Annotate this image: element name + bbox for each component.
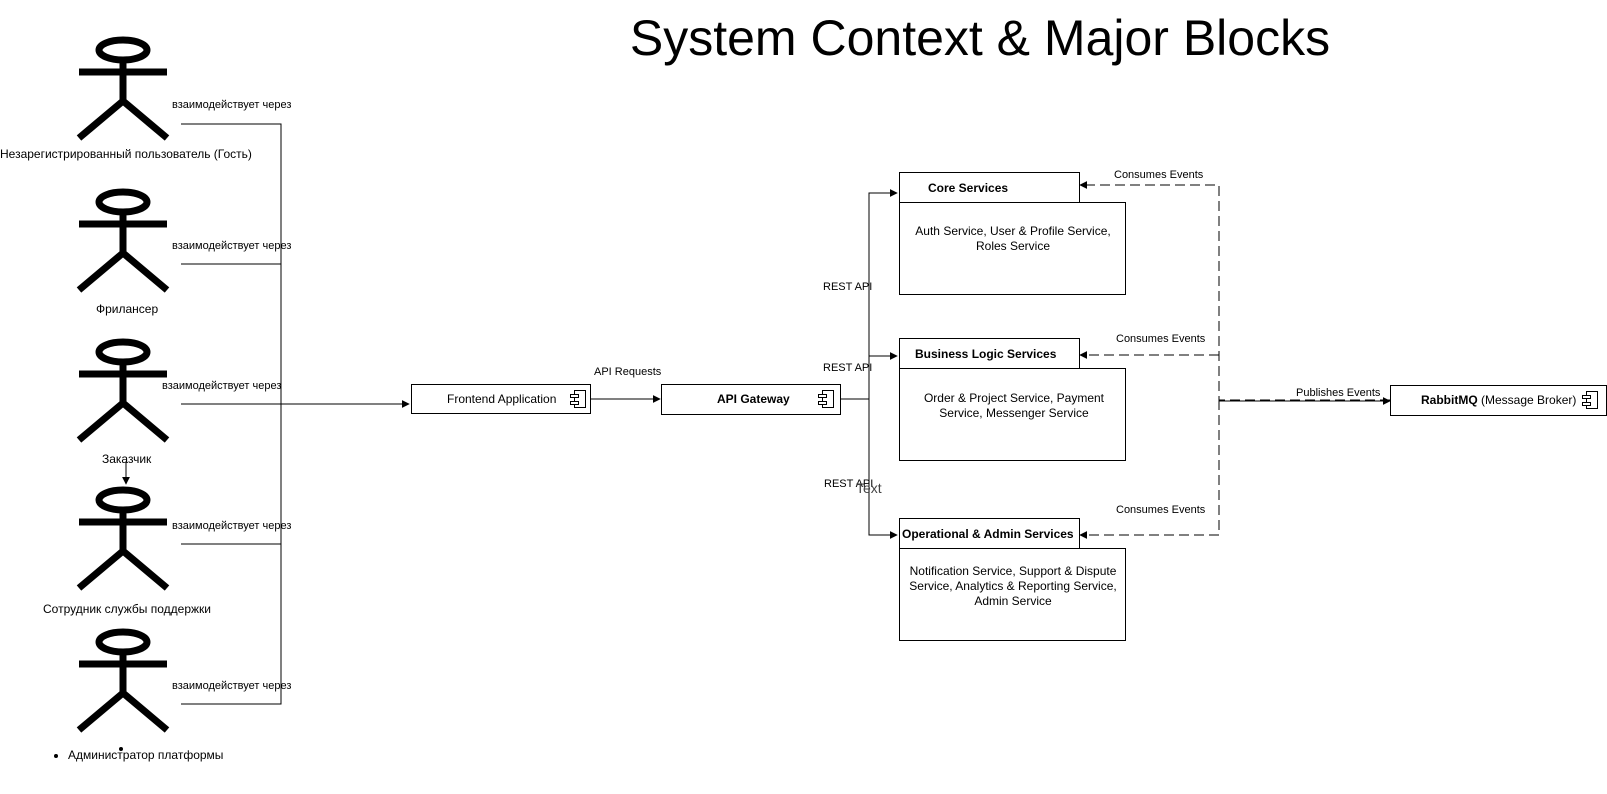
rabbitmq-label: RabbitMQ (Message Broker) [1421,393,1576,407]
actor-support-icon [76,486,170,591]
consumes-events-label-3: Consumes Events [1116,504,1206,516]
admin-link-label: взаимодействует через [172,680,292,692]
component-icon [1582,391,1598,409]
admin-label-list: Администратор платформы [50,748,223,762]
business-services-header[interactable]: Business Logic Services [899,338,1080,369]
operational-services-header[interactable]: Operational & Admin Services [899,518,1080,549]
actor-customer-label: Заказчик [102,452,152,466]
operational-services-list: Notification Service, Support & Dispute … [909,564,1117,608]
rabbitmq-role: (Message Broker) [1477,393,1577,407]
actor-admin-dot [119,747,123,751]
actor-guest-label: Незарегистрированный пользователь (Гость… [0,147,252,161]
gateway-to-services-edges [841,189,898,539]
core-services-body[interactable]: Auth Service, User & Profile Service, Ro… [899,202,1126,295]
actor-edges [181,123,282,705]
frontend-application-label: Frontend Application [447,392,557,406]
rest-api-label-3: REST API [824,478,874,490]
operational-services-title: Operational & Admin Services [902,527,1074,541]
component-icon [818,390,834,408]
actor-freelancer-label: Фрилансер [96,302,159,316]
operational-services-body[interactable]: Notification Service, Support & Dispute … [899,548,1126,641]
guest-link-label: взаимодействует через [172,99,292,111]
rest-api-label-1: REST API [823,281,873,293]
freelancer-link-label: взаимодействует через [172,240,292,252]
actor-support-label: Сотрудник службы поддержки [43,602,211,616]
business-services-body[interactable]: Order & Project Service, Payment Service… [899,368,1126,461]
diagram-title: System Context & Major Blocks [629,10,1331,66]
business-services-title: Business Logic Services [915,347,1057,361]
broker-edges [1079,181,1390,539]
customer-link-label: взаимодействует через [162,380,282,392]
business-services-list: Order & Project Service, Payment Service… [923,391,1105,420]
rabbitmq-node[interactable]: RabbitMQ (Message Broker) [1390,385,1607,416]
core-services-header[interactable]: Core Services [899,172,1080,203]
publishes-events-label: Publishes Events [1296,387,1381,399]
core-services-list: Auth Service, User & Profile Service, Ro… [915,224,1111,253]
actor-customer-icon [76,338,170,443]
consumes-events-label-2: Consumes Events [1116,333,1206,345]
component-icon [570,390,586,408]
consumes-events-label-1: Consumes Events [1114,169,1204,181]
actor-freelancer-icon [76,188,170,293]
support-link-label: взаимодействует через [172,520,292,532]
api-gateway-node[interactable]: API Gateway [661,384,841,415]
actor-guest-icon [76,36,170,141]
actor-admin-icon [76,628,170,733]
rest-api-label-2: REST API [823,362,873,374]
core-services-title: Core Services [928,181,1009,195]
api-gateway-label: API Gateway [717,392,790,406]
api-requests-label: API Requests [594,366,662,378]
frontend-application-node[interactable]: Frontend Application [411,384,591,414]
rabbitmq-name: RabbitMQ [1421,393,1478,407]
stray-text-label: Text [856,480,882,496]
actor-admin-label: Администратор платформы [68,748,223,762]
